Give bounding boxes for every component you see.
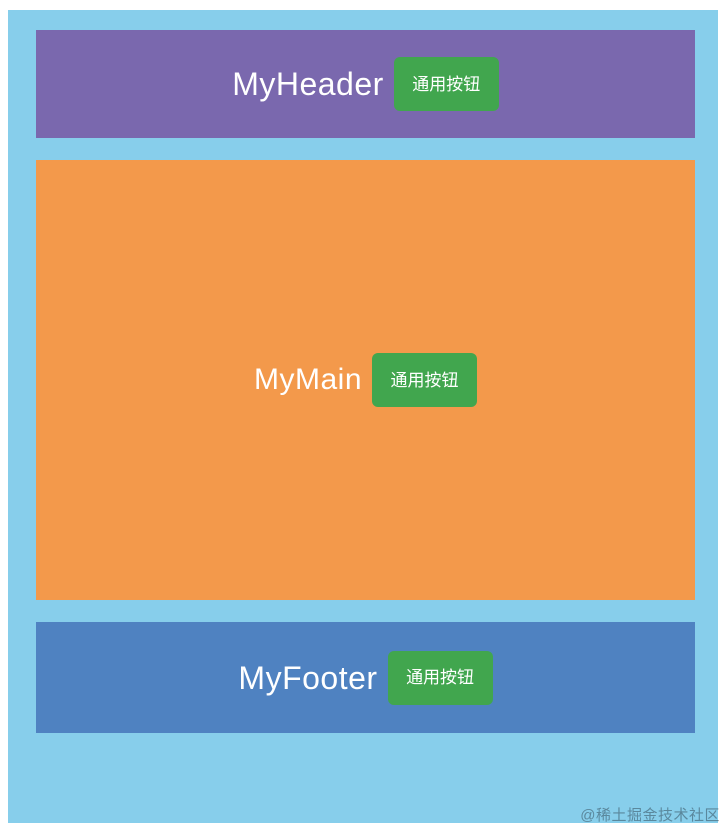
footer-section: MyFooter 通用按钮 bbox=[36, 622, 695, 733]
footer-common-button[interactable]: 通用按钮 bbox=[387, 650, 493, 705]
header-common-button[interactable]: 通用按钮 bbox=[393, 57, 499, 111]
header-section: MyHeader 通用按钮 bbox=[36, 30, 695, 138]
main-title: MyMain bbox=[253, 363, 362, 396]
main-section: MyMain 通用按钮 bbox=[36, 160, 695, 600]
header-title: MyHeader bbox=[232, 66, 384, 102]
footer-title: MyFooter bbox=[238, 659, 378, 696]
main-common-button[interactable]: 通用按钮 bbox=[372, 353, 477, 407]
app-background: MyHeader 通用按钮 MyMain 通用按钮 MyFooter 通用按钮 bbox=[8, 10, 718, 823]
